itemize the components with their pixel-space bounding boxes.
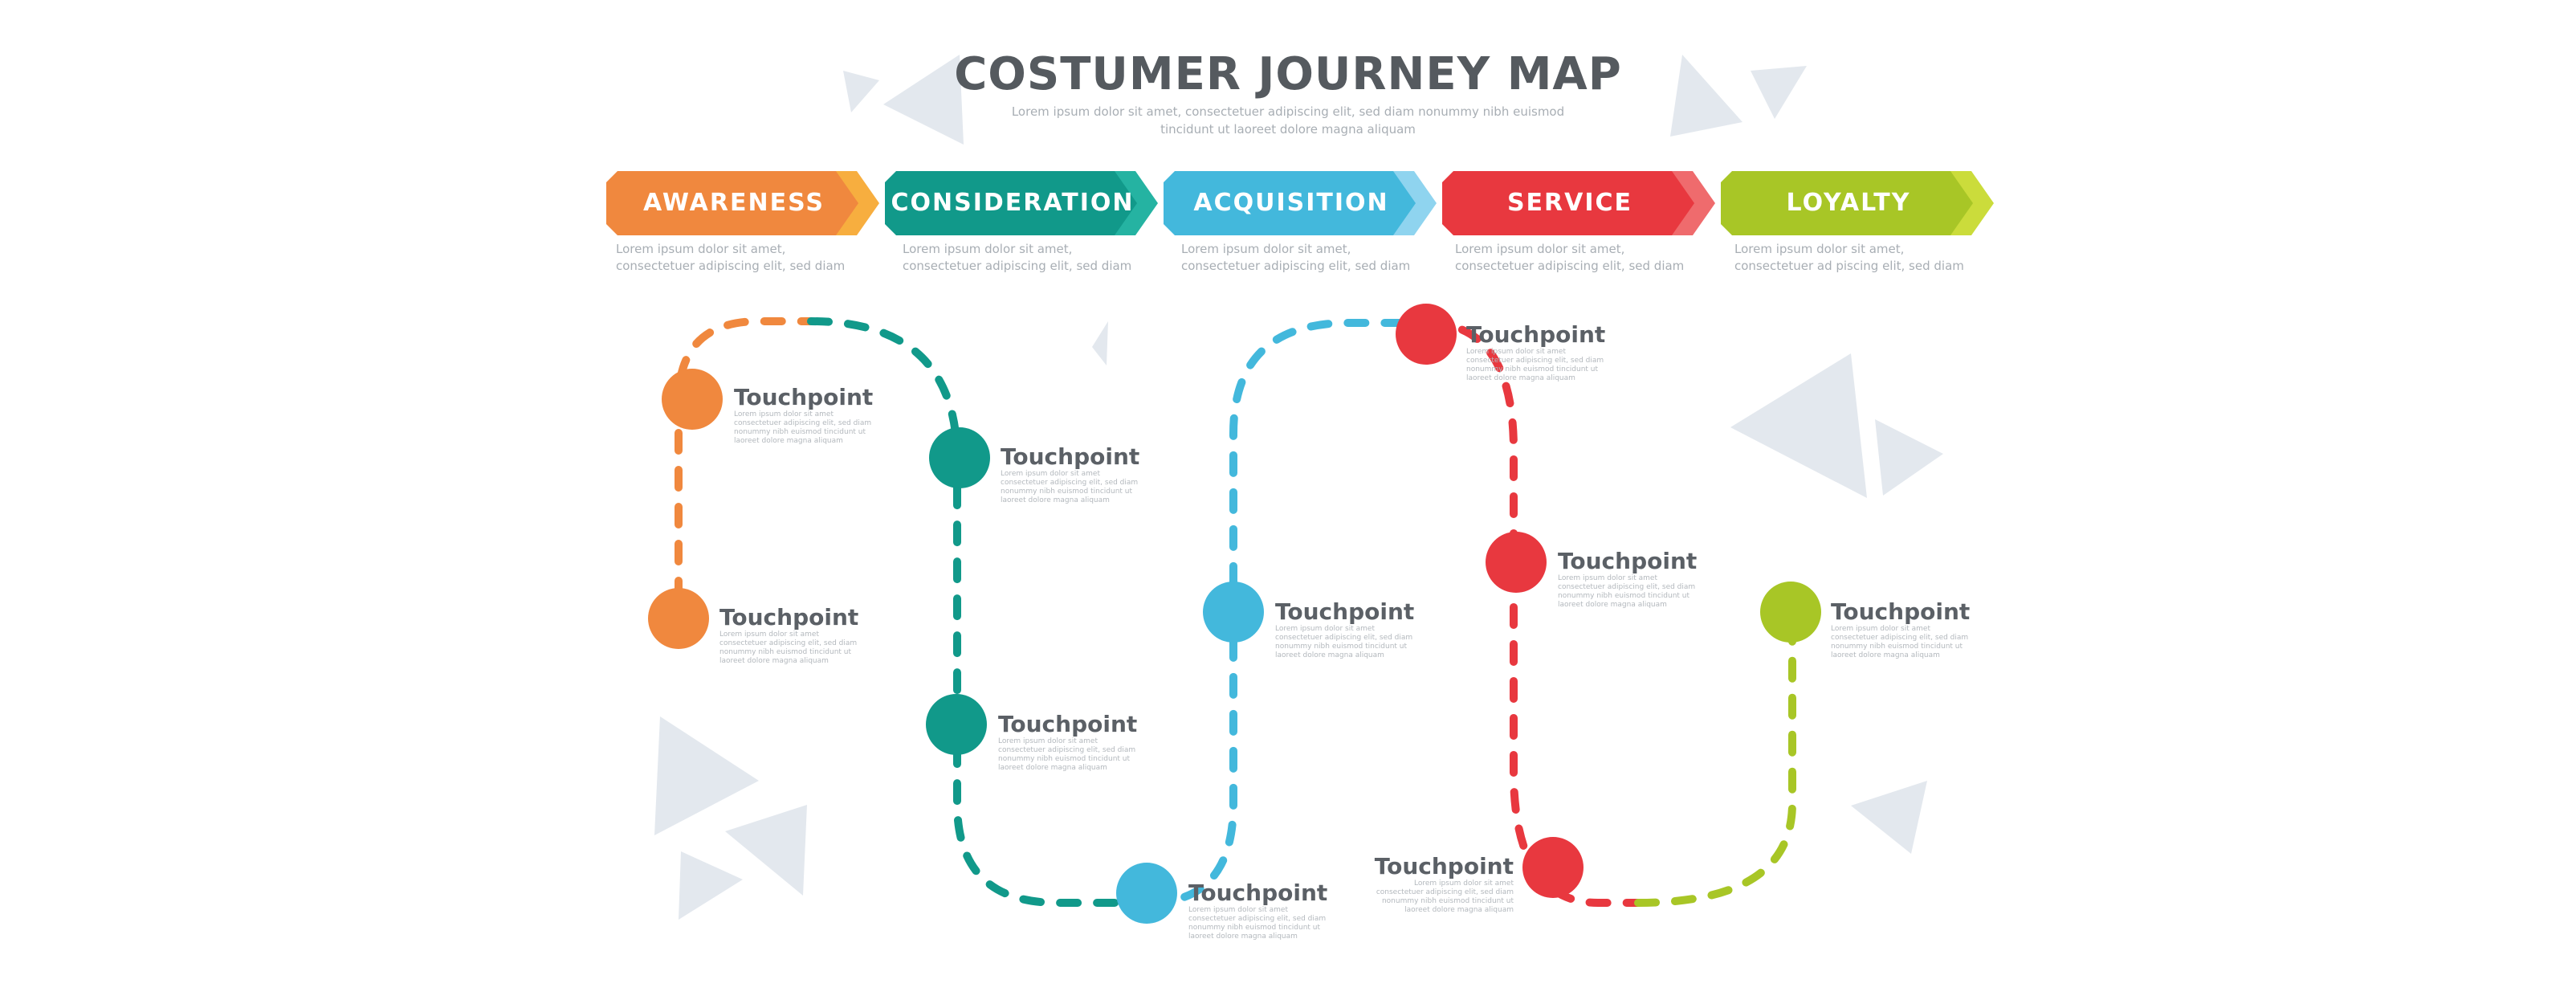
touchpoint-circle <box>1396 304 1457 365</box>
stage-desc-line-1: Lorem ipsum dolor sit amet, <box>1455 242 1625 256</box>
stage-desc-line-2: consectetuer adipiscing elit, sed diam <box>1455 259 1685 273</box>
stage-label-acquisition: ACQUISITION <box>1193 189 1389 217</box>
arrow-body <box>1442 171 1694 235</box>
stage-desc-line-1: Lorem ipsum dolor sit amet, <box>1181 242 1351 256</box>
path-segment-green <box>1634 608 1796 907</box>
subtitle-line-2: tincidunt ut laoreet dolore magna aliqua… <box>1160 122 1416 137</box>
stage-label-loyalty: LOYALTY <box>1786 189 1911 217</box>
touchpoint-desc: Lorem ipsum dolor sit amet consectetuer … <box>998 737 1136 772</box>
stage-desc-service: Lorem ipsum dolor sit amet, consectetuer… <box>1455 241 1696 275</box>
arrow-body <box>606 171 858 235</box>
touchpoint-desc: Lorem ipsum dolor sit amet consectetuer … <box>1558 574 1696 609</box>
touchpoint-title: Touchpoint <box>719 604 859 631</box>
touchpoint-label-6: Touchpoint Lorem ipsum dolor sit amet co… <box>1275 598 1420 660</box>
stage-desc-acquisition: Lorem ipsum dolor sit amet, consectetuer… <box>1181 241 1422 275</box>
touchpoint-desc: Lorem ipsum dolor sit amet consectetuer … <box>1001 470 1139 504</box>
decorative-triangle <box>1875 419 1943 496</box>
stage-banner-acquisition: ACQUISITION <box>1164 171 1437 235</box>
stage-arrow-awareness <box>606 171 879 235</box>
touchpoint-circle <box>1522 837 1584 898</box>
touchpoint-desc: Lorem ipsum dolor sit amet consectetuer … <box>1831 625 1969 659</box>
decorative-triangle <box>843 71 879 112</box>
touchpoint-desc: Lorem ipsum dolor sit amet consectetuer … <box>1188 906 1327 941</box>
touchpoint-title: Touchpoint <box>1374 853 1514 880</box>
path-segment-red <box>1422 319 1642 907</box>
touchpoint-title: Touchpoint <box>1558 548 1698 574</box>
touchpoint-label-10: Touchpoint Lorem ipsum dolor sit amet co… <box>1831 598 1975 660</box>
touchpoint-title: Touchpoint <box>1831 598 1971 625</box>
touchpoint-circle <box>926 694 987 755</box>
stage-desc-consideration: Lorem ipsum dolor sit amet, consectetuer… <box>903 241 1143 275</box>
touchpoint-label-3: Touchpoint Lorem ipsum dolor sit amet co… <box>1001 443 1145 505</box>
decorative-triangle <box>1730 353 1867 498</box>
touchpoint-circle <box>1203 582 1264 643</box>
touchpoint-label-2: Touchpoint Lorem ipsum dolor sit amet co… <box>719 604 864 666</box>
touchpoint-label-7: Touchpoint Lorem ipsum dolor sit amet co… <box>1466 321 1611 383</box>
touchpoint-label-4: Touchpoint Lorem ipsum dolor sit amet co… <box>998 711 1143 773</box>
decorative-triangle <box>1851 781 1927 854</box>
subtitle-line-1: Lorem ipsum dolor sit amet, consectetuer… <box>1011 104 1565 119</box>
stage-label-awareness: AWARENESS <box>643 189 825 217</box>
stage-desc-line-1: Lorem ipsum dolor sit amet, <box>1734 242 1905 256</box>
stage-arrow-acquisition <box>1164 171 1437 235</box>
touchpoint-desc: Lorem ipsum dolor sit amet consectetuer … <box>1466 348 1604 382</box>
touchpoint-label-1: Touchpoint Lorem ipsum dolor sit amet co… <box>734 384 878 446</box>
stage-desc-line-2: consectetuer adipiscing elit, sed diam <box>616 259 846 273</box>
decorative-triangle <box>1670 55 1742 137</box>
touchpoint-title: Touchpoint <box>1275 598 1415 625</box>
stage-arrow-consideration <box>885 171 1158 235</box>
stage-label-consideration: CONSIDERATION <box>891 189 1135 217</box>
stage-label-service: SERVICE <box>1506 189 1633 217</box>
arrow-body <box>1721 171 1973 235</box>
decorative-triangle <box>1751 66 1807 119</box>
stage-banner-service: SERVICE <box>1442 171 1715 235</box>
stage-desc-line-2: consectetuer adipiscing elit, sed diam <box>903 259 1132 273</box>
stage-desc-line-2: consectetuer ad piscing elit, sed diam <box>1734 259 1964 273</box>
stage-desc-line-1: Lorem ipsum dolor sit amet, <box>903 242 1073 256</box>
touchpoint-label-9: Touchpoint Lorem ipsum dolor sit amet co… <box>1365 853 1514 915</box>
touchpoint-desc: Lorem ipsum dolor sit amet consectetuer … <box>1275 625 1413 659</box>
touchpoint-label-5: Touchpoint Lorem ipsum dolor sit amet co… <box>1188 880 1333 941</box>
stage-banner-loyalty: LOYALTY <box>1721 171 1994 235</box>
touchpoint-title: Touchpoint <box>998 711 1138 737</box>
touchpoint-title: Touchpoint <box>1466 321 1606 348</box>
touchpoint-circle <box>1760 582 1821 643</box>
touchpoint-title: Touchpoint <box>1001 443 1140 470</box>
stage-banner-consideration: CONSIDERATION <box>885 171 1158 235</box>
path-segment-orange <box>675 317 815 602</box>
touchpoint-desc: Lorem ipsum dolor sit amet consectetuer … <box>734 410 872 445</box>
path-segment-blue <box>1144 319 1430 907</box>
stage-banner-awareness: AWARENESS <box>606 171 879 235</box>
touchpoint-circle <box>1486 532 1547 593</box>
touchpoint-desc: Lorem ipsum dolor sit amet consectetuer … <box>719 631 858 665</box>
stage-desc-awareness: Lorem ipsum dolor sit amet, consectetuer… <box>616 241 857 275</box>
touchpoint-circle <box>929 427 990 488</box>
stage-desc-line-1: Lorem ipsum dolor sit amet, <box>616 242 786 256</box>
stage-arrow-loyalty <box>1721 171 1994 235</box>
decorative-triangle <box>725 805 807 896</box>
touchpoint-desc: Lorem ipsum dolor sit amet consectetuer … <box>1376 880 1514 914</box>
touchpoint-title: Touchpoint <box>734 384 874 410</box>
arrow-body <box>1164 171 1416 235</box>
decorative-triangle <box>883 55 964 145</box>
touchpoint-circle <box>1116 863 1177 924</box>
decorative-triangle <box>679 851 743 920</box>
decorative-triangle <box>654 716 759 835</box>
page-subtitle: Lorem ipsum dolor sit amet, consectetuer… <box>806 103 1770 138</box>
page-title: COSTUMER JOURNEY MAP <box>954 48 1622 100</box>
decorative-triangle <box>1092 321 1108 365</box>
stage-desc-line-2: consectetuer adipiscing elit, sed diam <box>1181 259 1411 273</box>
touchpoint-title: Touchpoint <box>1188 880 1328 906</box>
stage-arrow-service <box>1442 171 1715 235</box>
touchpoint-circle <box>648 588 709 649</box>
arrow-body <box>885 171 1137 235</box>
touchpoint-circle <box>662 369 723 430</box>
touchpoint-label-8: Touchpoint Lorem ipsum dolor sit amet co… <box>1558 548 1702 610</box>
stage-desc-loyalty: Lorem ipsum dolor sit amet, consectetuer… <box>1734 241 1975 275</box>
